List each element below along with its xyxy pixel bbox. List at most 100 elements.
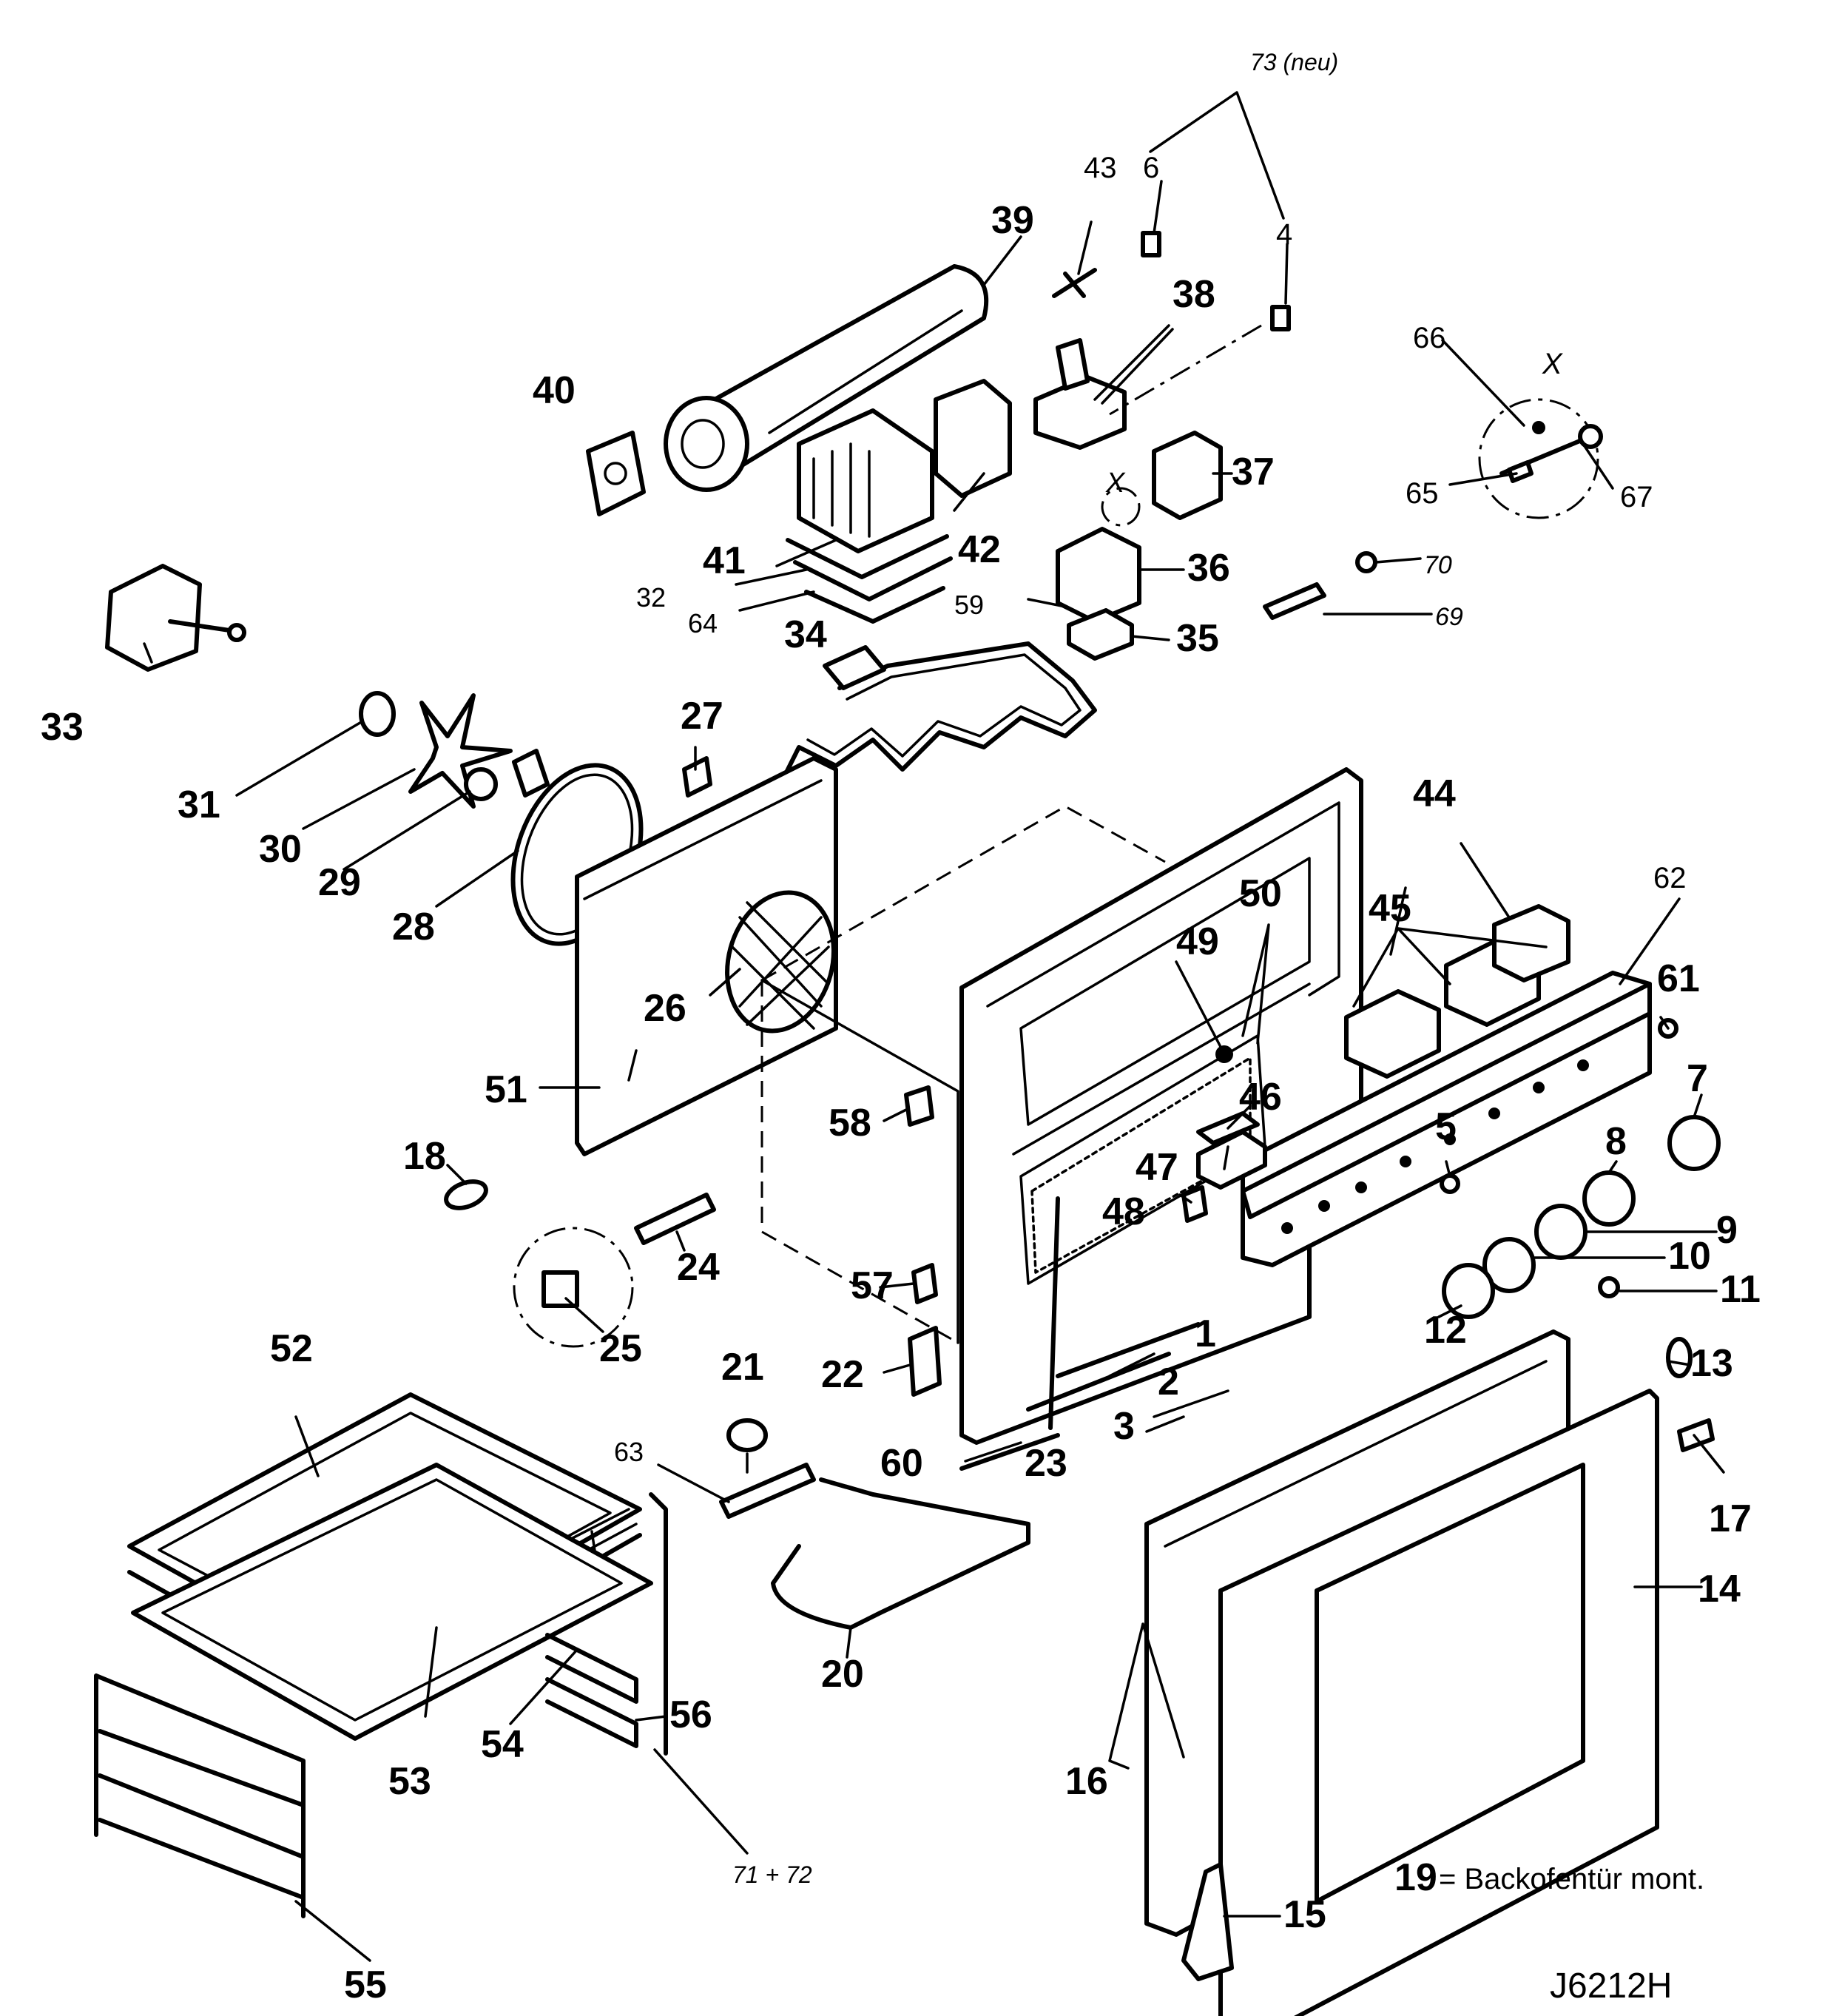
part-5-screw (1440, 1173, 1460, 1194)
part-10-knob (1482, 1237, 1536, 1293)
label-x-detail: X (1542, 348, 1563, 380)
label-11: 11 (1720, 1268, 1761, 1311)
label-27: 27 (681, 695, 723, 738)
label-34: 34 (784, 613, 827, 656)
label-66: 66 (1413, 322, 1446, 354)
part-9-knob (1534, 1204, 1587, 1260)
label-30: 30 (259, 828, 302, 871)
label-7: 7 (1687, 1057, 1708, 1100)
part-18-lamp (444, 1179, 488, 1210)
part-47-terminal (1196, 1130, 1267, 1190)
label-49: 49 (1176, 920, 1219, 963)
label-47: 47 (1136, 1146, 1178, 1189)
label-42: 42 (958, 528, 1001, 571)
part-40-plate (586, 431, 646, 516)
label-3: 3 (1113, 1405, 1135, 1448)
label-29: 29 (318, 861, 361, 904)
label-38: 38 (1173, 273, 1215, 316)
drawing-id: J6212H (1550, 1966, 1672, 2006)
label-20: 20 (821, 1653, 864, 1696)
part-1-strip (1056, 1322, 1201, 1378)
part-57-clip (911, 1263, 938, 1304)
part-14-door-outer (1218, 1389, 1659, 2016)
part-38-switch (1033, 338, 1127, 450)
label-41: 41 (703, 539, 746, 582)
leader-lines (143, 91, 1725, 1962)
part-23-seal (1048, 1196, 1060, 1430)
part-21-cap (726, 1418, 768, 1452)
part-control-panel (1241, 971, 1652, 1267)
part-37-relay (1152, 431, 1223, 520)
label-57: 57 (851, 1264, 894, 1307)
legend-number: 19 (1394, 1856, 1437, 1899)
part-front-frame (959, 767, 1363, 1445)
label-36: 36 (1187, 547, 1230, 590)
label-67: 67 (1620, 481, 1653, 513)
label-71-72: 71 + 72 (732, 1861, 812, 1888)
label-25: 25 (599, 1327, 642, 1370)
callout-labels: 73 (neu) 6 4 43 39 38 66 X 40 37 X 65 67… (41, 49, 1761, 2006)
part-39-drum (664, 264, 989, 492)
label-54: 54 (481, 1723, 524, 1766)
label-6: 6 (1143, 152, 1159, 184)
part-34-grill-element (782, 641, 1097, 779)
part-30-fan-wheel (408, 693, 513, 809)
label-60: 60 (880, 1442, 923, 1485)
label-33: 33 (41, 706, 84, 749)
part-33-motor (105, 564, 246, 672)
part-6-clip (1141, 231, 1161, 257)
label-28: 28 (392, 906, 435, 948)
detail-circle-25 (513, 1227, 634, 1348)
part-51-back-panel (575, 756, 838, 1156)
label-58: 58 (829, 1102, 871, 1144)
part-49-lamp (1215, 1045, 1233, 1063)
part-58-clip (904, 1085, 934, 1127)
detail-circle-small (1101, 487, 1141, 527)
label-50: 50 (1239, 872, 1282, 915)
label-44: 44 (1413, 772, 1456, 815)
part-31-sleeve (359, 691, 396, 737)
part-22-hinge (908, 1326, 942, 1397)
part-44-switch (1492, 904, 1570, 982)
label-73-neu: 73 (neu) (1250, 49, 1338, 75)
legend-text: = Backofentür mont. (1439, 1863, 1704, 1895)
label-18: 18 (403, 1135, 446, 1178)
label-43: 43 (1084, 152, 1117, 184)
label-26: 26 (644, 987, 686, 1030)
part-29-nut (464, 767, 498, 801)
label-45: 45 (1369, 887, 1411, 930)
label-32: 32 (636, 582, 666, 613)
label-14: 14 (1698, 1568, 1741, 1611)
label-37: 37 (1232, 451, 1275, 493)
part-35-terminal (1067, 608, 1134, 661)
label-63: 63 (614, 1437, 644, 1467)
part-42-box (934, 379, 1012, 498)
part-15-hinge (1181, 1862, 1234, 1981)
label-69: 69 (1435, 603, 1463, 631)
label-46: 46 (1239, 1076, 1282, 1119)
part-69-strip (1263, 582, 1326, 620)
label-39: 39 (991, 199, 1034, 242)
label-5: 5 (1435, 1105, 1457, 1148)
label-53: 53 (388, 1760, 431, 1803)
detail-circle-x (1478, 398, 1603, 519)
part-48-sensor (1181, 1185, 1208, 1223)
label-x-small: X (1105, 468, 1126, 499)
cavity-outline (760, 805, 1166, 1344)
part-27-bracket (682, 756, 712, 798)
label-9: 9 (1716, 1209, 1738, 1252)
label-21: 21 (721, 1346, 764, 1389)
label-1: 1 (1195, 1312, 1216, 1355)
legend: 19 = Backofentür mont. (1394, 1856, 1704, 1899)
part-43-clip (1052, 268, 1097, 298)
label-17: 17 (1709, 1497, 1752, 1540)
part-11-lamp (1598, 1276, 1620, 1298)
label-55: 55 (344, 1963, 387, 2006)
label-4: 4 (1276, 218, 1292, 251)
label-48: 48 (1102, 1190, 1145, 1233)
label-59: 59 (954, 590, 984, 620)
label-23: 23 (1025, 1442, 1067, 1485)
label-61: 61 (1657, 957, 1700, 1000)
label-2: 2 (1158, 1361, 1179, 1403)
